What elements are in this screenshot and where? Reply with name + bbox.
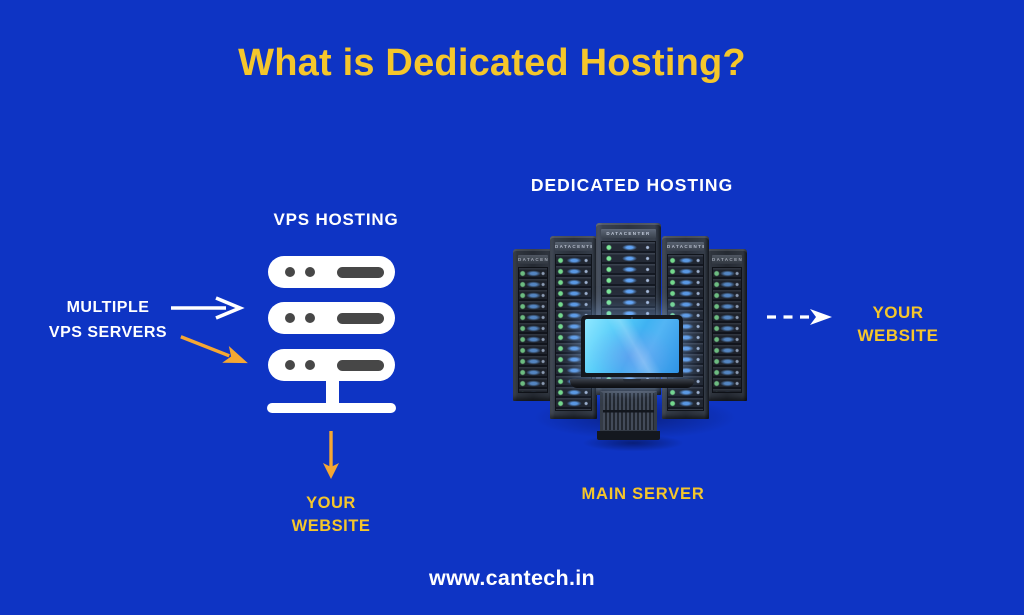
footer-website: www.cantech.in: [429, 566, 595, 590]
server-led-dot: [285, 267, 295, 277]
laptop-screen-glass: [585, 319, 679, 373]
server-led-dot: [305, 267, 315, 277]
dedicated-your-website-line1: YOUR: [872, 303, 924, 322]
server-bar: [268, 349, 395, 381]
vps-your-website-line2: WEBSITE: [291, 517, 371, 535]
server-drive-slot: [337, 266, 384, 278]
rack-slots: [712, 267, 742, 393]
vps-your-website-line1: YOUR: [306, 494, 356, 512]
laptop-icon: [570, 315, 694, 388]
rack-header-label: DATACENTER: [667, 242, 704, 251]
rack-pedestal-base: [597, 431, 660, 440]
dedicated-hosting-label: DEDICATED HOSTING: [530, 175, 734, 195]
laptop-screen: [581, 315, 683, 377]
rack-header-label: DATACENTER: [555, 242, 592, 251]
main-server-label: MAIN SERVER: [581, 485, 705, 503]
vps-your-website-label: YOUR WEBSITE: [251, 492, 411, 538]
arrow-right-icon: [171, 296, 245, 320]
server-bar: [268, 302, 395, 334]
server-led-dot: [285, 360, 295, 370]
page-title: What is Dedicated Hosting?: [238, 42, 746, 84]
server-rack-tower: DATACENTER: [707, 249, 747, 401]
rack-slots: [518, 267, 548, 393]
server-rack-tower: DATACENTER: [513, 249, 553, 401]
multiple-vps-servers-label: MULTIPLE VPS SERVERS: [28, 295, 188, 345]
laptop-base: [570, 379, 694, 388]
arrow-down-right-icon: [180, 335, 248, 364]
server-bar: [268, 256, 395, 288]
server-stack-icon: [267, 256, 397, 414]
rack-header-label: DATACENTER: [518, 255, 548, 264]
vps-hosting-label: VPS HOSTING: [273, 210, 399, 229]
server-stand-base: [267, 403, 396, 413]
server-stand-pole: [326, 379, 339, 405]
rack-header-label: DATACENTER: [712, 255, 742, 264]
multiple-vps-line2: VPS SERVERS: [48, 324, 168, 341]
dedicated-your-website-label: YOUR WEBSITE: [818, 302, 978, 347]
dashed-arrow-right-icon: [767, 309, 832, 325]
multiple-vps-line1: MULTIPLE: [66, 299, 150, 316]
server-drive-slot: [337, 312, 384, 324]
server-led-dot: [305, 360, 315, 370]
arrow-down-icon: [323, 431, 339, 479]
server-led-dot: [305, 313, 315, 323]
server-led-dot: [285, 313, 295, 323]
laptop-webcam-dot: [631, 316, 633, 319]
rack-header-label: DATACENTER: [601, 229, 656, 238]
dedicated-your-website-line2: WEBSITE: [857, 325, 939, 345]
server-drive-slot: [337, 359, 384, 371]
